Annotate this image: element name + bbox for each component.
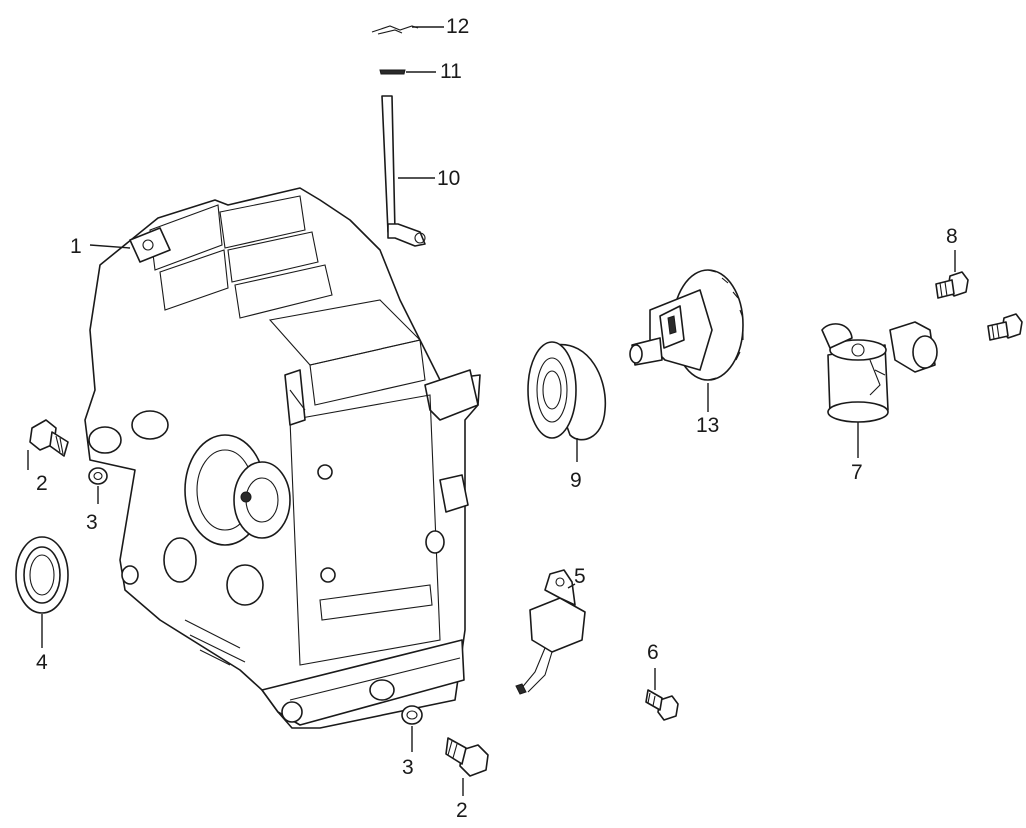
callout-8: 8 [946,225,958,248]
callout-9: 9 [570,469,582,492]
callout-3-bottom: 3 [402,756,414,779]
callout-5: 5 [574,565,586,588]
callout-6: 6 [647,641,659,664]
washer-left [88,467,108,485]
callout-2-bottom: 2 [456,799,468,822]
ignition-module [515,569,586,695]
pin [379,69,406,75]
oil-level-sensor [821,321,938,423]
push-rod [381,95,426,247]
ball-bearing [527,341,607,441]
callout-7: 7 [851,461,863,484]
callout-1: 1 [70,235,82,258]
small-bolt [645,689,679,721]
callout-3-left: 3 [86,511,98,534]
crankcase-block [84,187,481,729]
callout-13: 13 [696,414,720,437]
oil-seal [15,536,69,614]
bolt-bottom [445,737,489,777]
callout-10: 10 [437,167,461,190]
callout-12: 12 [446,15,470,38]
bolt-far-right [987,313,1023,341]
bolt-upper-right [935,271,969,299]
callout-11: 11 [440,60,462,83]
washer-bottom [401,705,423,725]
clip [371,25,419,35]
governor-gear [629,269,744,381]
leader-lines [27,26,956,796]
callout-4: 4 [36,651,48,674]
bolt-left [29,419,69,457]
callout-2-left: 2 [36,472,48,495]
